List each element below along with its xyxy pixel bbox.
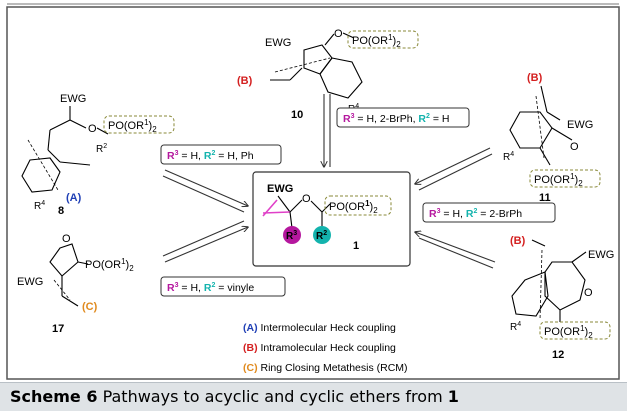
c11-oxygen: O — [570, 141, 579, 153]
c10-route: (B) — [237, 75, 253, 87]
c8-ewg: EWG — [60, 93, 86, 105]
condition-box-12: R3 = H, R2 = 2-BrPh — [422, 202, 556, 223]
c1-r2-label: R2 — [316, 230, 327, 242]
compound-8: EWG O PO(OR1)2 R2 R4 (A) 8 — [21, 93, 175, 217]
condition-box-10: R3 = H, 2-BrPh, R2 = H — [336, 107, 470, 128]
c17-number: 17 — [52, 323, 64, 335]
c1-ewg: EWG — [267, 183, 293, 195]
c11-route: (B) — [527, 72, 543, 84]
c17-oxygen: O — [62, 233, 71, 245]
c1-oxygen: O — [302, 193, 311, 205]
c8-po-group: PO(OR1)2 — [108, 118, 157, 134]
c1-po-group: PO(OR1)2 — [329, 199, 378, 215]
c1-po-box — [324, 195, 392, 216]
c11-po-group: PO(OR1)2 — [534, 172, 583, 188]
cond-8-text: R3 = H, R2 = H, Ph — [167, 150, 254, 162]
caption-number: 1 — [447, 387, 459, 406]
scheme-diagram: EWG O PO(OR1)2 R3 R2 1 EWG O PO(OR1)2 (B… — [6, 3, 620, 380]
c17-ewg: EWG — [17, 276, 43, 288]
r2-circle — [313, 226, 331, 244]
cond-12-text: R3 = H, R2 = 2-BrPh — [429, 208, 522, 220]
c10-oxygen: O — [334, 28, 343, 40]
c12-oxygen: O — [584, 287, 593, 299]
caption-bar: Scheme 6 Pathways to acyclic and cyclic … — [0, 382, 627, 411]
c1-r3-label: R3 — [286, 230, 297, 242]
c11-number: 11 — [539, 192, 551, 204]
c8-number: 8 — [58, 205, 64, 217]
compound-11: (B) EWG O R4 PO(OR1)2 11 — [503, 72, 601, 204]
arrow-from-17 — [162, 220, 248, 263]
c12-ewg: EWG — [588, 249, 614, 261]
c11-ewg: EWG — [567, 119, 593, 131]
c12-r4: R4 — [510, 321, 521, 333]
scheme-caption: Scheme 6 Pathways to acyclic and cyclic … — [10, 387, 459, 406]
c8-r2: R2 — [96, 143, 107, 155]
caption-label: Scheme 6 — [10, 387, 98, 406]
c11-po-box — [529, 169, 601, 188]
r3-circle — [283, 226, 301, 244]
c10-po-group: PO(OR1)2 — [352, 33, 401, 49]
compound-17: O PO(OR1)2 EWG (C) 17 — [17, 233, 134, 335]
c11-r4: R4 — [503, 151, 514, 163]
arrow-from-12 — [415, 232, 496, 269]
condition-box-17: R3 = H, R2 = vinyle — [160, 276, 286, 297]
cond-17-text: R3 = H, R2 = vinyle — [167, 282, 254, 294]
c12-po-group: PO(OR1)2 — [544, 324, 593, 340]
arrow-from-11 — [415, 147, 493, 191]
c12-number: 12 — [552, 349, 564, 361]
c10-po-box — [347, 30, 419, 49]
c8-oxygen: O — [88, 123, 97, 135]
c8-po-box — [103, 115, 175, 134]
c12-po-box — [539, 321, 611, 340]
c17-po-group: PO(OR1)2 — [85, 257, 134, 273]
c10-number: 10 — [291, 109, 303, 121]
compound-12: (B) EWG O R4 PO(OR1)2 12 — [510, 235, 614, 361]
cond-10-text: R3 = H, 2-BrPh, R2 = H — [343, 113, 449, 125]
vinyl-bond — [262, 211, 291, 214]
legend-a: (A) Intermolecular Heck coupling — [243, 322, 396, 334]
legend-c: (C) Ring Closing Metathesis (RCM) — [243, 362, 408, 374]
condition-box-8: R3 = H, R2 = H, Ph — [160, 144, 282, 165]
c8-route: (A) — [66, 192, 82, 204]
legend: (A) Intermolecular Heck coupling (B) Int… — [243, 322, 408, 374]
c1-number: 1 — [353, 240, 359, 252]
compound-1: EWG O PO(OR1)2 R3 R2 1 — [252, 171, 411, 267]
c12-route: (B) — [510, 235, 526, 247]
c8-r4: R4 — [34, 200, 45, 212]
compound-10: EWG O PO(OR1)2 (B) R4 10 — [237, 28, 419, 121]
arrow-from-10 — [324, 94, 331, 167]
legend-b: (B) Intramolecular Heck coupling — [243, 342, 396, 354]
c17-route: (C) — [82, 301, 98, 313]
arrow-from-8 — [162, 169, 248, 213]
scheme-frame — [6, 6, 620, 380]
caption-text: Pathways to acyclic and cyclic ethers fr… — [97, 387, 448, 406]
c10-ewg: EWG — [265, 37, 291, 49]
